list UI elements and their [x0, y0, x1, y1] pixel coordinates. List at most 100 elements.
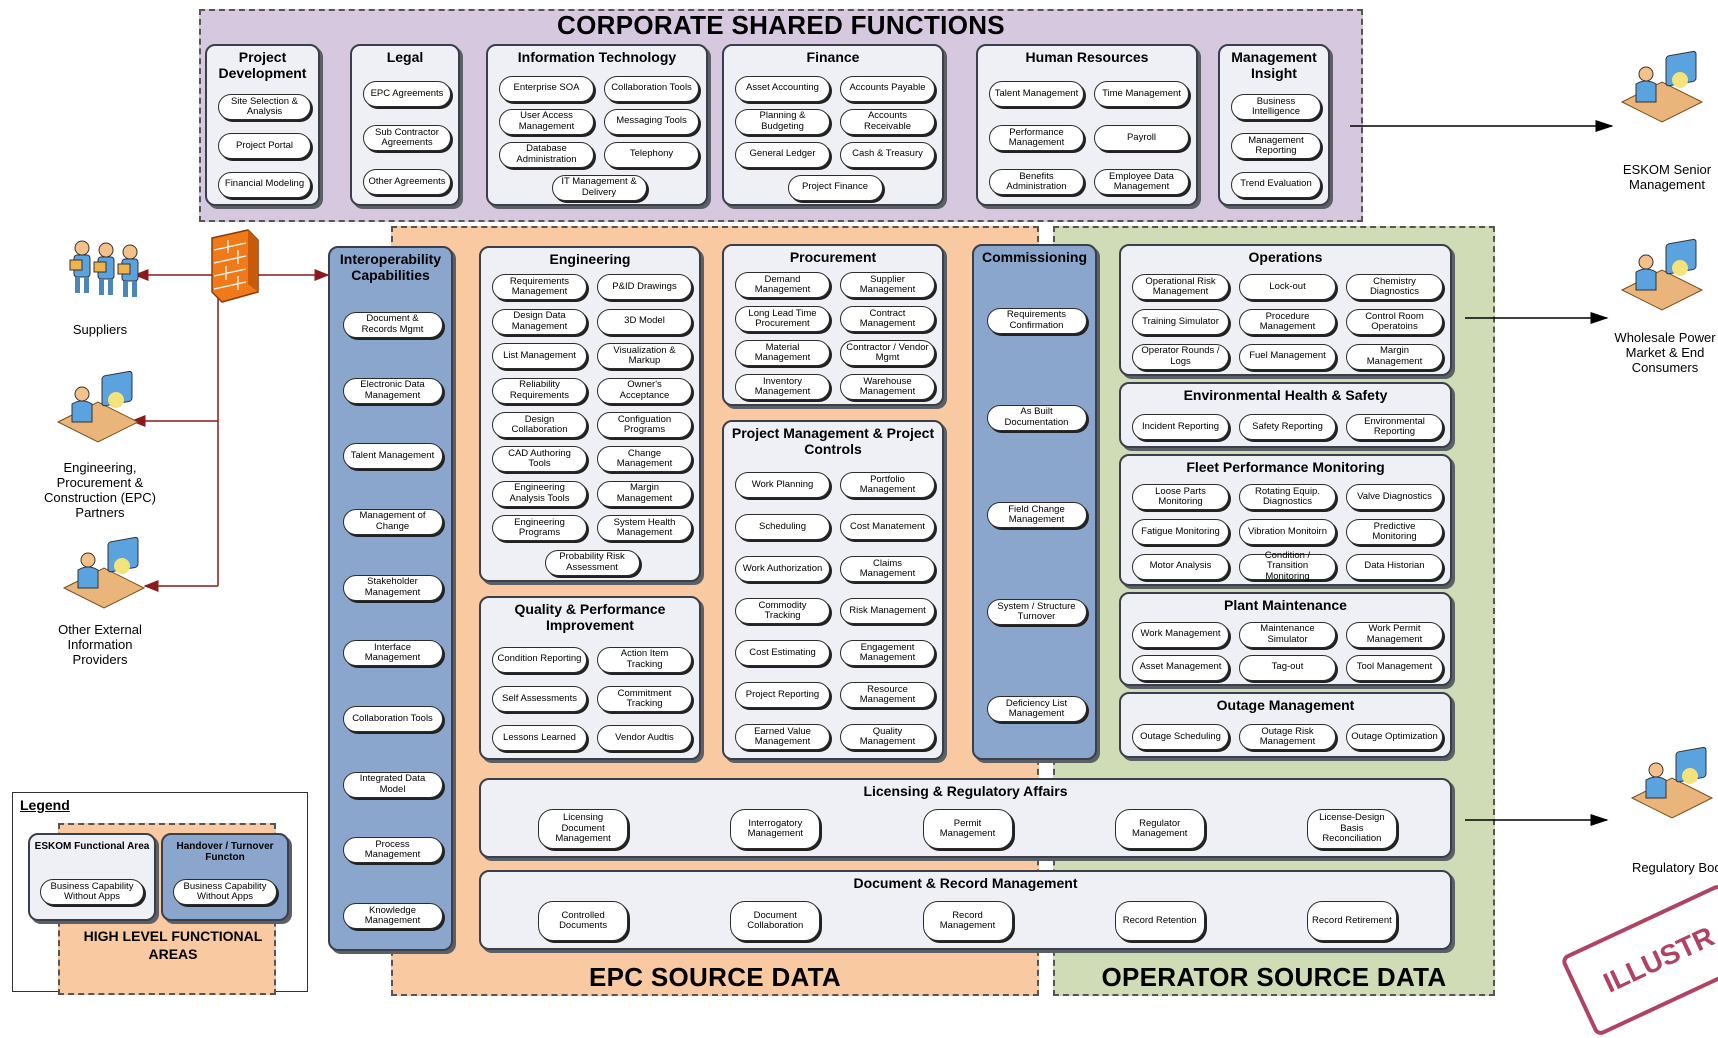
capability-collaboration-tools: Collaboration Tools [604, 75, 699, 102]
capability-project-reporting: Project Reporting [735, 682, 830, 708]
panel-title: Quality & Performance Improvement [514, 601, 666, 633]
capability-other-agreements: Other Agreements [363, 169, 451, 195]
capability-permit-management: Permit Management [922, 809, 1013, 849]
capability-cost-estimating: Cost Estimating [735, 640, 830, 666]
capability-stakeholder-management: Stakeholder Management [342, 574, 443, 601]
capability-outage-scheduling: Outage Scheduling [1132, 724, 1229, 750]
capability-incident-reporting: Incident Reporting [1132, 414, 1229, 440]
zone-corporate-title: CORPORATE SHARED FUNCTIONS [557, 10, 1005, 40]
panel-title: Project Management & Project Controls [731, 425, 935, 457]
capability-material-management: Material Management [735, 340, 830, 366]
capability-cad-authoring-tools: CAD Authoring Tools [492, 446, 587, 473]
capability-asset-accounting: Asset Accounting [735, 75, 830, 102]
capability-warehouse-management: Warehouse Management [840, 374, 935, 400]
capability-it-management-delivery: IT Management & Delivery [551, 174, 647, 201]
legend: Legend HIGH LEVEL FUNCTIONAL AREAS ESKOM… [12, 792, 308, 995]
capability-condition-reporting: Condition Reporting [492, 646, 587, 673]
actor-wholesale-market: Wholesale Power Market & End Consumers [1614, 330, 1716, 375]
legend-eskom-area: ESKOM Functional Area Business Capabilit… [28, 833, 156, 921]
zone-operator-title: OPERATOR SOURCE DATA [1101, 962, 1447, 992]
capability-planning-budgeting: Planning & Budgeting [735, 108, 830, 135]
capability-interrogatory-management: Interrogatory Management [730, 809, 821, 849]
capability-lessons-learned: Lessons Learned [492, 725, 587, 752]
legend-title: Legend [20, 797, 70, 813]
capability-margin-management: Margin Management [597, 480, 692, 507]
panel-title: Engineering [549, 251, 631, 267]
capability-valve-diagnostics: Valve Diagnostics [1346, 484, 1443, 511]
legend-capability-pill: Business Capability Without Apps [40, 879, 144, 905]
capability-controlled-documents: Controlled Documents [538, 901, 629, 941]
capability-quality-management: Quality Management [840, 724, 935, 750]
panel-title: Finance [806, 49, 860, 65]
capability-maintenance-simulator: Maintenance Simulator [1239, 621, 1336, 648]
panel-title: Interoperability Capabilities [339, 251, 442, 283]
capability-operator-rounds-logs: Operator Rounds / Logs [1132, 343, 1229, 370]
capability-engineering-analysis-tools: Engineering Analysis Tools [492, 480, 587, 507]
actor-regulatory-body: Regulatory Body [1631, 860, 1718, 875]
capability-fuel-management: Fuel Management [1239, 343, 1336, 370]
capability-operational-risk-management: Operational Risk Management [1132, 274, 1229, 301]
capability-database-administration: Database Administration [499, 141, 594, 168]
capability-electronic-data-management: Electronic Data Management [342, 377, 443, 404]
capability-design-data-management: Design Data Management [492, 308, 587, 335]
capability-tool-management: Tool Management [1346, 654, 1443, 681]
capability-configuation-programs: Configuation Programs [597, 412, 692, 438]
capability-asset-management: Asset Management [1132, 654, 1229, 681]
panel-title: Human Resources [1025, 49, 1149, 65]
panel-title: Environmental Health & Safety [1183, 387, 1388, 403]
capability-owner-s-acceptance: Owner's Acceptance [597, 377, 692, 404]
capability-management-of-change: Management of Change [342, 508, 443, 535]
capability-record-management: Record Management [922, 901, 1013, 941]
capability-safety-reporting: Safety Reporting [1239, 414, 1336, 440]
capability-commodity-tracking: Commodity Tracking [735, 598, 830, 624]
capability-site-selection-analysis: Site Selection & Analysis [218, 94, 311, 121]
capability-action-item-tracking: Action Item Tracking [597, 646, 692, 673]
legend-handover: Handover / Turnover Functon Business Cap… [161, 833, 289, 921]
capability-vendor-audtis: Vendor Audtis [597, 725, 692, 752]
capability-predictive-monitoring: Predictive Monitoring [1346, 519, 1443, 545]
panel-title: Outage Management [1216, 697, 1355, 713]
panel-title: Plant Maintenance [1224, 597, 1347, 613]
capability-knowledge-management: Knowledge Management [342, 903, 443, 930]
capability-demand-management: Demand Management [735, 272, 830, 298]
capability-list-management: List Management [492, 343, 587, 370]
capability-environmental-reporting: Environmental Reporting [1346, 414, 1443, 440]
capability-license-design-basis-reconciliation: License-Design Basis Reconciliation [1306, 809, 1397, 849]
capability-employee-data-management: Employee Data Management [1094, 169, 1189, 195]
capability-messaging-tools: Messaging Tools [604, 108, 699, 135]
capability-work-authorization: Work Authorization [735, 556, 830, 582]
capability-engineering-programs: Engineering Programs [492, 515, 587, 542]
capability-talent-management: Talent Management [989, 81, 1084, 107]
capability-vibration-monitoirn: Vibration Monitoirn [1239, 519, 1336, 545]
capability-payroll: Payroll [1094, 125, 1189, 151]
capability-change-management: Change Management [597, 446, 692, 473]
capability-document-collaboration: Document Collaboration [730, 901, 821, 941]
capability-contractor-vendor-mgmt: Contractor / Vendor Mgmt [840, 340, 935, 366]
capability-loose-parts-monitoring: Loose Parts Monitoring [1132, 484, 1229, 511]
capability-cost-manatement: Cost Manatement [840, 514, 935, 540]
capability-deficiency-list-management: Deficiency List Management [986, 696, 1087, 723]
capability-trend-evaluation: Trend Evaluation [1231, 171, 1321, 198]
capability-enterprise-soa: Enterprise SOA [499, 75, 594, 102]
capability-claims-management: Claims Management [840, 556, 935, 582]
capability-condition-transition-monitoring: Condition / Transition Monitoring [1239, 550, 1336, 582]
capability-margin-management: Margin Management [1346, 343, 1443, 370]
capability-3d-model: 3D Model [597, 308, 692, 335]
capability-work-planning: Work Planning [735, 472, 830, 498]
firewall-icon [211, 229, 259, 303]
workstation-icons [56, 50, 1714, 819]
capability-project-portal: Project Portal [218, 133, 311, 159]
capability-training-simulator: Training Simulator [1132, 309, 1229, 335]
panel-title: Information Technology [517, 49, 677, 65]
